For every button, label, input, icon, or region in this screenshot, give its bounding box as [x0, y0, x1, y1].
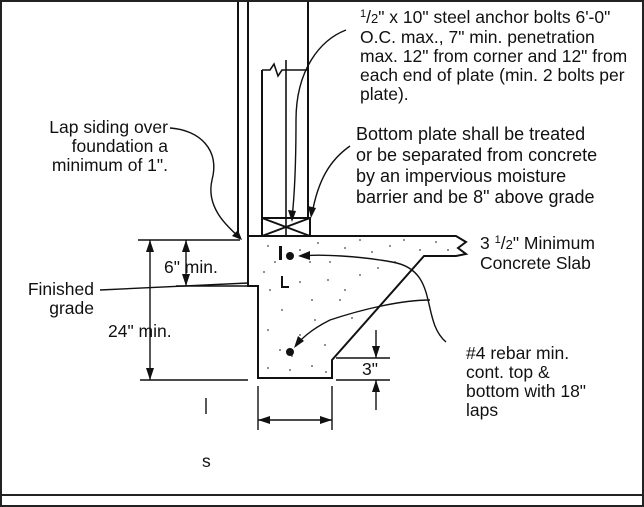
leader-arrowheads — [232, 206, 316, 348]
anchor-bolt-note: 1/2" x 10" steel anchor bolts 6'-0" O.C.… — [360, 7, 628, 104]
lap-line2: foundation a — [71, 136, 168, 156]
anchor-line5: plate). — [360, 84, 409, 104]
three-inch-label: 3" — [362, 359, 378, 379]
grade-line1: Finished — [27, 279, 94, 299]
slab-prefix: 3 — [480, 233, 495, 253]
wall-studs — [237, 2, 309, 236]
rebar-line3: bottom with 18" — [466, 381, 587, 401]
plate-line1: Bottom plate shall be treated — [356, 124, 586, 144]
lap-line3: minimum of 1". — [51, 155, 168, 175]
anchor-line3: max. 12" from corner and 12" from — [360, 46, 628, 66]
rebar-line4: laps — [466, 400, 499, 420]
six-min-label: 6" min. — [164, 257, 218, 277]
rebar-line2: cont. top & — [466, 362, 550, 382]
twentyfour-min-label: 24" min. — [108, 321, 172, 341]
slab-note: 3 1/2" Minimum Concrete Slab — [480, 233, 595, 273]
dimension-arrowheads — [146, 240, 380, 424]
rebar-bars — [279, 246, 294, 356]
rebar-note: #4 rebar min. cont. top & bottom with 18… — [466, 344, 586, 420]
plate-line4: barrier and be 8" above grade — [356, 187, 595, 207]
plate-line3: by an impervious moisture — [356, 166, 567, 186]
lap-line1: Lap siding over — [49, 117, 168, 137]
finished-grade-label: Finished grade — [14, 280, 94, 318]
grade-leader — [99, 282, 249, 291]
anchor-line2: O.C. max., 7" min. penetration — [360, 27, 595, 47]
frac-den: 2 — [371, 11, 379, 26]
concrete-foundation — [247, 235, 469, 379]
slab-line1: " Minimum — [512, 233, 595, 253]
anchor-line4: each end of plate (min. 2 bolts per — [360, 65, 625, 85]
anchor-line1: " x 10" steel anchor bolts 6'-0" — [378, 7, 611, 27]
slab-frac-den: 2 — [505, 237, 513, 252]
grade-line2: grade — [49, 298, 94, 318]
bottom-plate-note: Bottom plate shall be treated or be sepa… — [356, 124, 597, 208]
s-label: s — [202, 451, 211, 471]
frac-num: 1 — [360, 8, 367, 20]
concrete-stipple — [263, 239, 449, 373]
lap-siding-note: Lap siding over foundation a minimum of … — [18, 118, 168, 175]
plate-line2: or be separated from concrete — [356, 145, 598, 165]
rebar-line1: #4 rebar min. — [466, 343, 570, 363]
slab-frac-num: 1 — [494, 234, 501, 246]
leader-lines — [169, 29, 447, 347]
slab-line2: Concrete Slab — [480, 253, 591, 273]
